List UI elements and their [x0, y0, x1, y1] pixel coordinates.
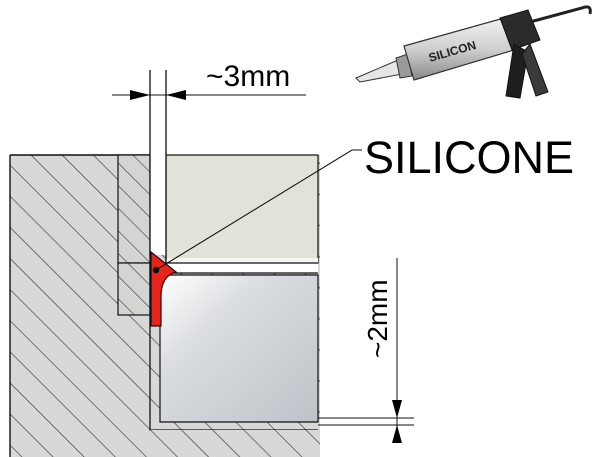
gun-handle [505, 43, 529, 99]
lower-adhesive-layer [117, 262, 151, 316]
dim-arrow-right [166, 90, 186, 100]
lower-tile [159, 274, 319, 423]
gun-nozzle [355, 59, 403, 83]
dimension-gap-width: ~3mm [112, 60, 306, 100]
wall-lower-bottom [150, 430, 318, 457]
dim-arrow-up [392, 425, 402, 443]
vertical-gap-fill [150, 70, 166, 255]
lower-tile-assembly [117, 262, 319, 457]
silicone-leader-line [155, 149, 362, 271]
upper-adhesive-layer [117, 154, 151, 264]
gap-depth-label: ~2mm [362, 279, 393, 358]
vertical-joint-gap [149, 70, 167, 263]
dim-arrow-down [392, 400, 402, 418]
upper-tile-bottom-face [166, 258, 318, 263]
gun-trigger [521, 43, 549, 97]
caulking-gun-icon: SILICON [355, 5, 592, 99]
gun-plunger-rod [529, 5, 592, 24]
upper-tile [165, 154, 319, 264]
gun-frame [499, 9, 541, 51]
gap-width-label: ~3mm [206, 60, 290, 93]
upper-tile-assembly [117, 154, 319, 264]
dimension-gap-depth: ~2mm [318, 258, 414, 443]
dim-arrow-left [130, 90, 150, 100]
silicone-label: SILICONE [364, 132, 574, 183]
lower-tile-gap [150, 263, 318, 273]
